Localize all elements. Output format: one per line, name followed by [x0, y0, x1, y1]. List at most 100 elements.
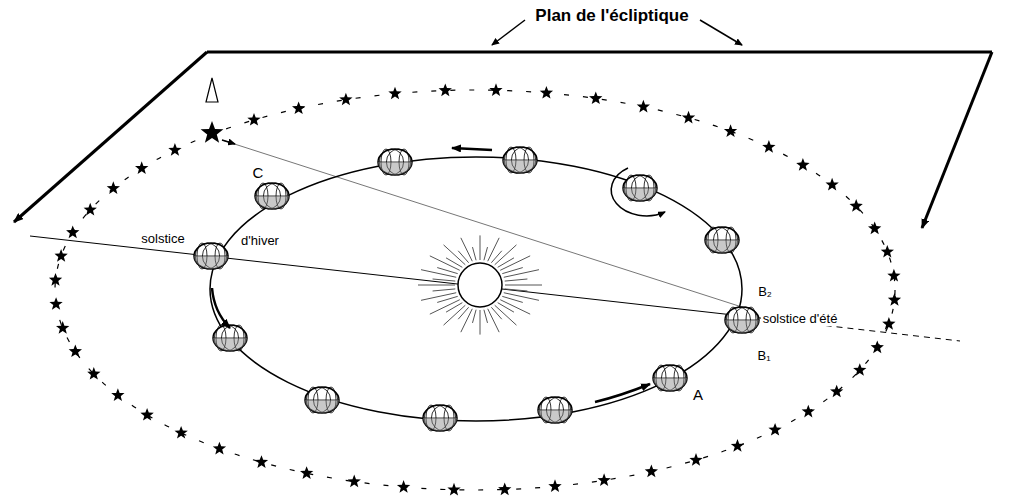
- star: [107, 181, 120, 194]
- star: [888, 293, 901, 306]
- sun-ray: [500, 256, 530, 270]
- star: [300, 466, 313, 479]
- star: [135, 161, 148, 174]
- star: [689, 453, 702, 466]
- earth-shadow: [705, 240, 739, 253]
- zodiac-stars: [49, 83, 901, 495]
- sun-ray: [433, 279, 456, 281]
- star: [871, 341, 884, 354]
- sun-ray: [502, 296, 522, 302]
- sun-ray: [480, 310, 481, 335]
- earth-disc: [213, 325, 247, 351]
- earth-disc: [623, 175, 657, 201]
- sun-ray: [444, 305, 466, 325]
- star: [802, 405, 815, 418]
- sun-ray: [446, 303, 462, 312]
- earth-orbit: [210, 157, 742, 421]
- winter-label: d'hiver: [239, 233, 281, 248]
- earth-shadow: [423, 418, 457, 431]
- sun: [418, 235, 542, 334]
- sun-ray: [421, 293, 456, 301]
- star-ring: [55, 90, 895, 490]
- earth: [725, 307, 759, 333]
- star: [830, 385, 843, 398]
- earth-shadow: [378, 162, 412, 175]
- earth-positions: [194, 147, 759, 431]
- star: [339, 93, 352, 106]
- star: [796, 158, 809, 171]
- earth-shadow: [305, 400, 339, 413]
- star: [826, 178, 839, 191]
- sun-ray: [430, 300, 460, 314]
- star: [881, 245, 894, 258]
- star: [66, 226, 79, 239]
- star: [388, 87, 401, 100]
- earth-disc: [705, 227, 739, 253]
- star: [255, 455, 268, 468]
- star: [540, 86, 553, 99]
- reference-star: [201, 121, 224, 143]
- plane-title: Plan de l'écliptique: [532, 6, 691, 26]
- earth-shadow: [538, 410, 572, 423]
- point-label: C: [251, 165, 266, 180]
- earth-disc: [378, 149, 412, 175]
- star: [637, 100, 650, 113]
- star: [439, 84, 452, 97]
- star: [548, 479, 561, 492]
- star: [292, 102, 305, 115]
- star: [87, 367, 100, 380]
- star: [645, 465, 658, 478]
- sun-ray: [488, 309, 499, 332]
- star: [682, 111, 695, 124]
- sun-ray: [461, 238, 472, 261]
- earth-disc: [255, 183, 289, 209]
- sun-ray: [418, 285, 455, 286]
- point-label: B₂: [756, 284, 774, 299]
- sun-ray: [491, 251, 501, 263]
- star: [213, 442, 226, 455]
- star: [49, 273, 62, 286]
- star: [489, 83, 502, 96]
- rotation-arrow: [611, 168, 665, 216]
- star: [49, 297, 62, 310]
- earth-shadow: [653, 378, 687, 391]
- earth-disc: [653, 365, 687, 391]
- sun-ray: [491, 307, 501, 319]
- sun-ray: [505, 285, 542, 286]
- star: [868, 222, 881, 235]
- sun-ray: [472, 247, 476, 260]
- point-label: B₁: [755, 348, 772, 363]
- star: [175, 426, 188, 439]
- earth-disc: [725, 307, 759, 333]
- earth: [194, 243, 228, 269]
- sun-ray: [484, 247, 488, 260]
- star: [55, 249, 68, 262]
- star: [768, 423, 781, 436]
- marker-triangle: [206, 78, 218, 102]
- earth-shadow: [194, 256, 228, 269]
- earth: [378, 149, 412, 175]
- sun-ray: [458, 251, 468, 263]
- earth: [705, 227, 739, 253]
- orbit-arrows: [212, 148, 650, 402]
- star: [56, 321, 69, 334]
- star: [762, 140, 775, 153]
- star: [348, 475, 361, 488]
- star: [498, 483, 511, 496]
- earth-shadow: [725, 320, 759, 333]
- sun-ray: [484, 310, 488, 323]
- sun-ray: [505, 279, 528, 281]
- sun-ray: [502, 268, 522, 274]
- star: [887, 269, 900, 282]
- sight-arrow: [222, 140, 235, 144]
- earth-shadow: [213, 338, 247, 351]
- star: [111, 388, 124, 401]
- star: [69, 345, 82, 358]
- earth: [255, 183, 289, 209]
- star: [84, 203, 97, 216]
- sun-ray: [437, 268, 457, 274]
- earth-disc: [423, 405, 457, 431]
- earth: [305, 387, 339, 413]
- sun-ray: [461, 309, 472, 332]
